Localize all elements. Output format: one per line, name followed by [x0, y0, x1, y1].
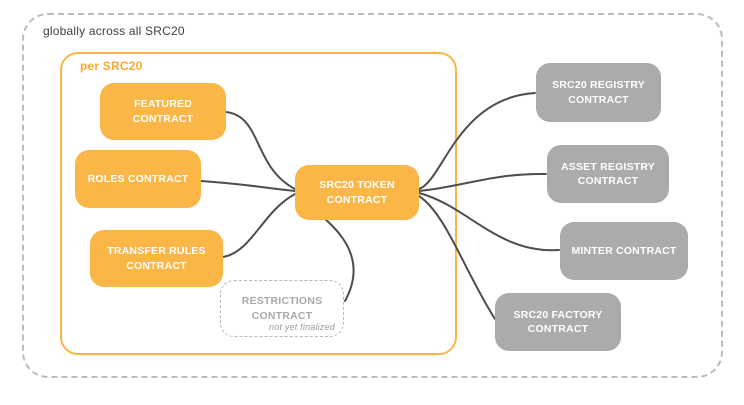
node-label: SRC20 REGISTRY CONTRACT: [552, 79, 645, 106]
global-scope-label: globally across all SRC20: [43, 24, 185, 38]
node-roles-contract: ROLES CONTRACT: [75, 150, 201, 208]
node-label: FEATURED CONTRACT: [132, 98, 194, 125]
node-transfer-rules-contract: TRANSFER RULES CONTRACT: [90, 230, 223, 287]
node-src20-registry-contract: SRC20 REGISTRY CONTRACT: [536, 63, 661, 122]
node-asset-registry-contract: ASSET REGISTRY CONTRACT: [547, 145, 669, 203]
node-label: TRANSFER RULES CONTRACT: [107, 245, 206, 272]
node-label: RESTRICTIONS CONTRACT: [241, 295, 323, 322]
per-src20-scope-label: per SRC20: [80, 59, 143, 73]
node-label: MINTER CONTRACT: [571, 244, 677, 257]
node-src20-factory-contract: SRC20 FACTORY CONTRACT: [495, 293, 621, 351]
node-restrictions-contract: RESTRICTIONS CONTRACT not yet finalized: [220, 280, 344, 337]
node-label: ROLES CONTRACT: [87, 172, 189, 185]
node-minter-contract: MINTER CONTRACT: [560, 222, 688, 280]
node-src20-token-contract: SRC20 TOKEN CONTRACT: [295, 165, 419, 220]
node-featured-contract: FEATURED CONTRACT: [100, 83, 226, 140]
node-label: SRC20 TOKEN CONTRACT: [319, 179, 395, 206]
global-scope-frame: [22, 13, 723, 378]
node-label: ASSET REGISTRY CONTRACT: [560, 160, 655, 187]
not-yet-finalized-note: not yet finalized: [269, 321, 335, 332]
node-label: SRC20 FACTORY CONTRACT: [513, 308, 603, 335]
